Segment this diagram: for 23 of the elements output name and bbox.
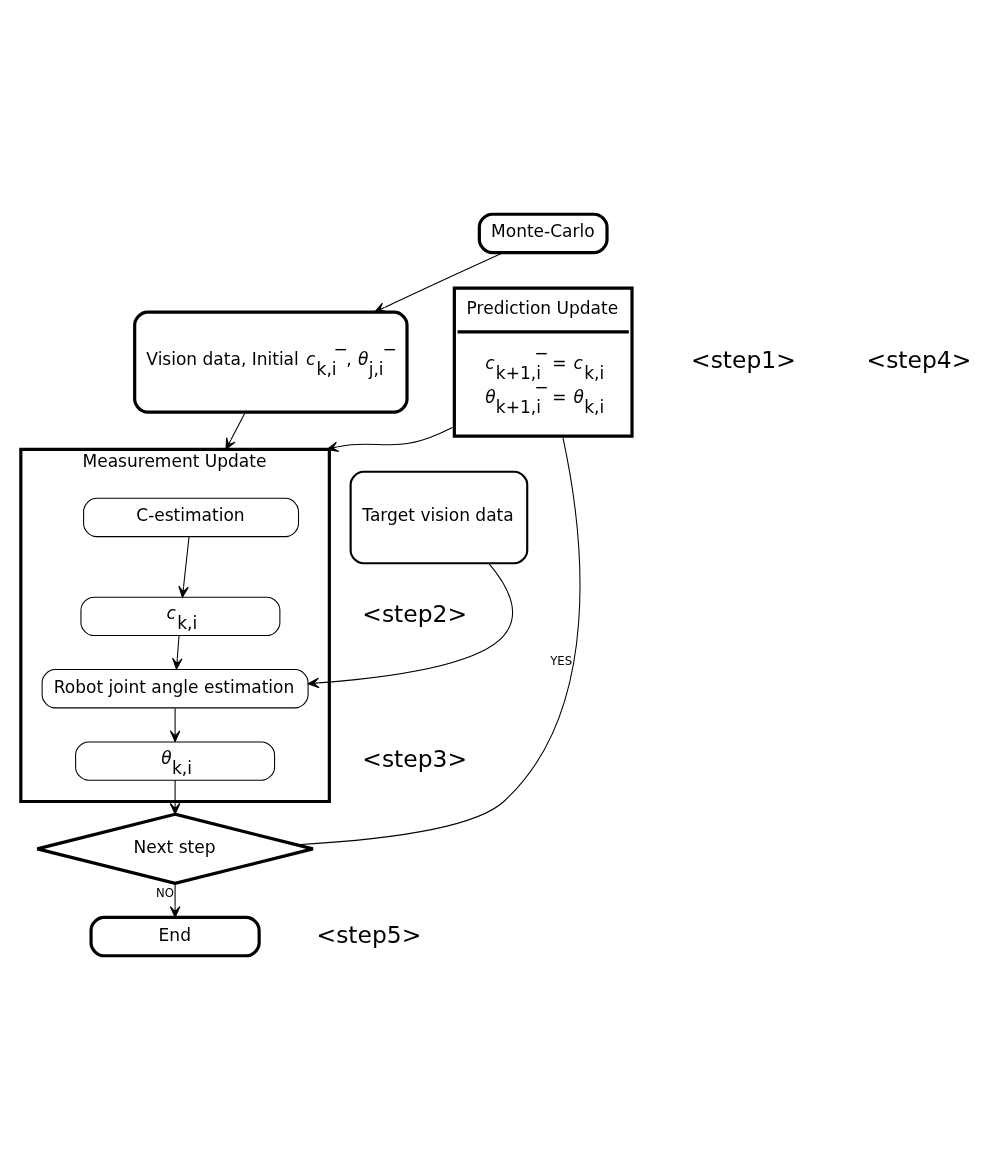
edge-label: NO	[155, 885, 174, 900]
edge-label: YES	[550, 654, 573, 669]
node-box: Monte-Carlo	[477, 212, 609, 255]
connector	[296, 437, 581, 846]
label: <step4>	[866, 346, 972, 375]
arrow	[169, 779, 181, 815]
node-box: End	[89, 915, 261, 958]
label: <step5>	[316, 920, 422, 949]
arrow	[169, 707, 181, 742]
arrow	[225, 412, 246, 450]
label: <step3>	[362, 745, 468, 774]
arrow	[178, 536, 190, 598]
arrow	[307, 562, 513, 689]
arrow	[326, 427, 454, 452]
label: <step1>	[691, 346, 796, 375]
node-diamond: Next step	[35, 812, 315, 886]
node-box: Target vision data	[349, 470, 529, 565]
label: <step2>	[362, 600, 468, 629]
node-box: Robot joint angle estimation	[41, 669, 309, 709]
node-box: C-estimation	[83, 497, 300, 538]
arrow	[374, 252, 504, 313]
arrow	[169, 883, 181, 918]
arrow	[172, 635, 183, 670]
